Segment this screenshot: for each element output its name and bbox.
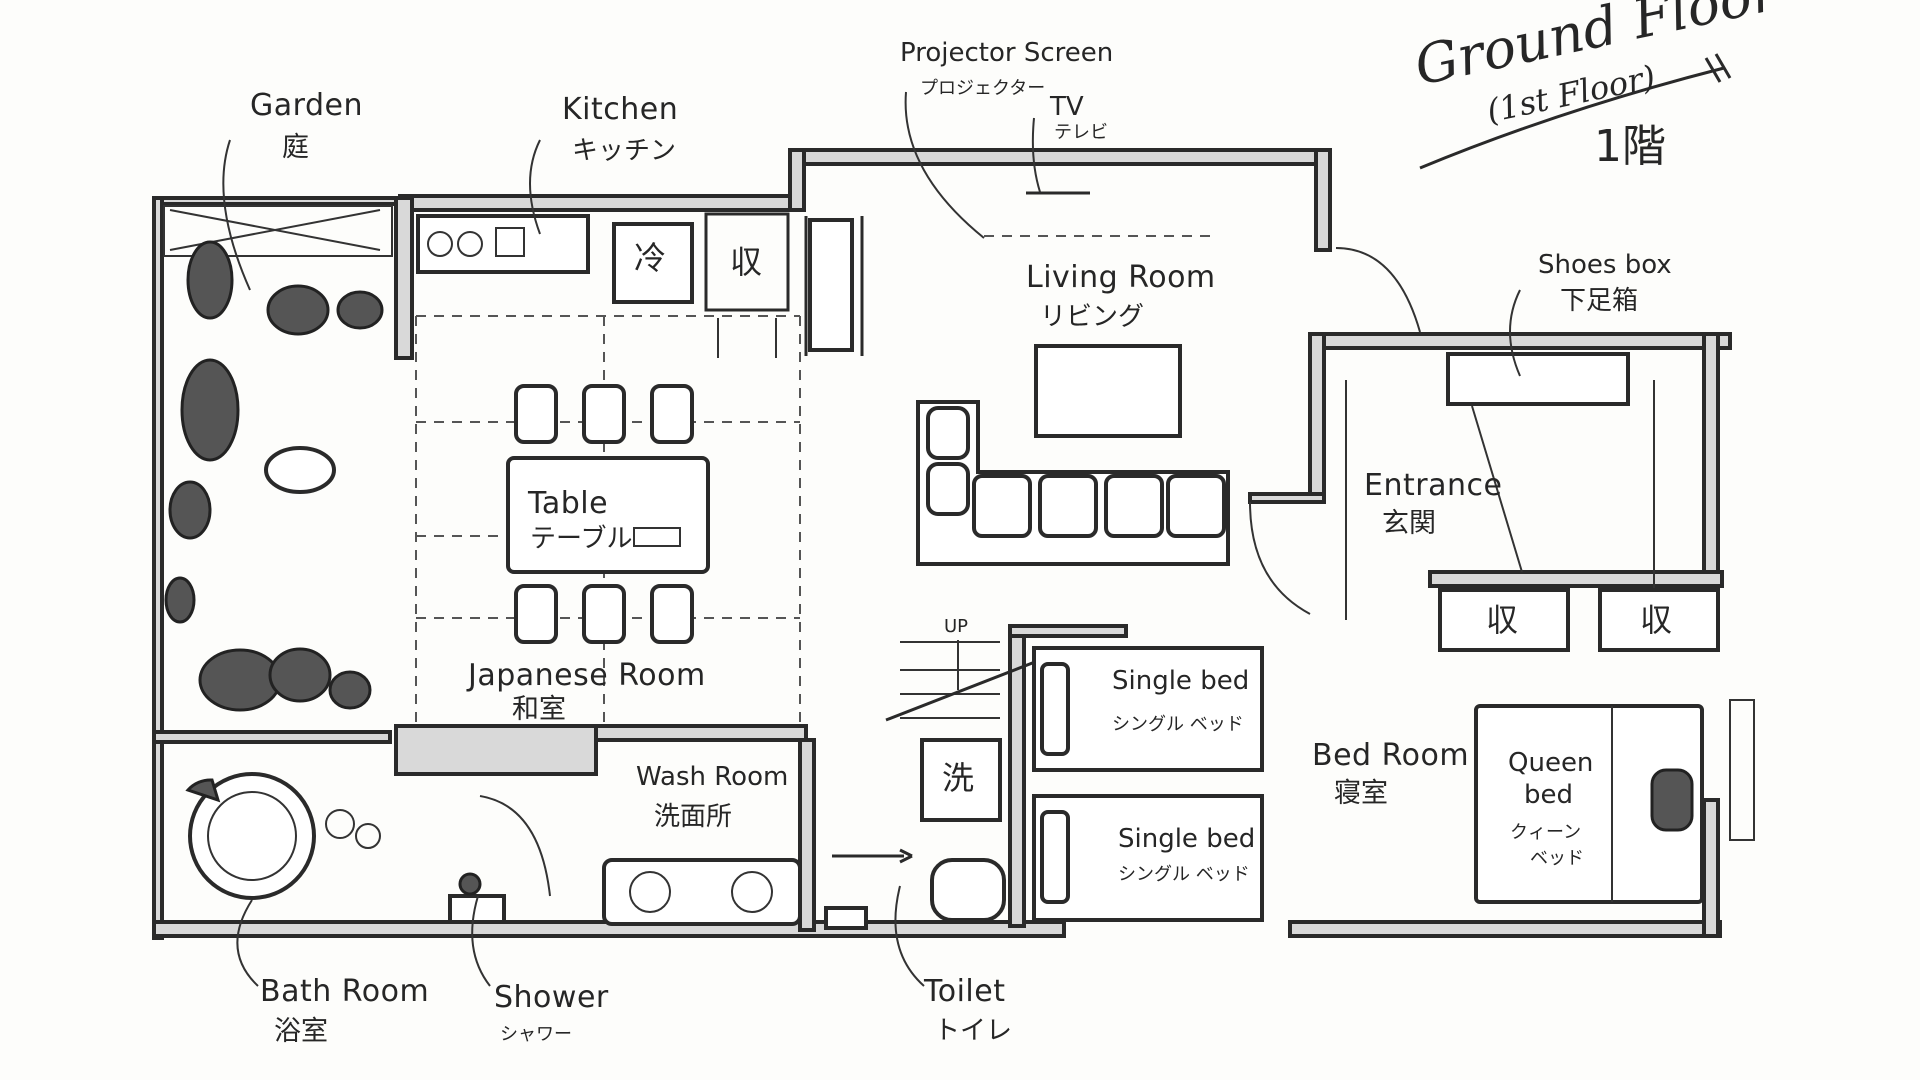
single-bed-1-label: Single bed (1112, 666, 1250, 696)
single-bed-1-label-jp: シングル ベッド (1112, 714, 1244, 735)
washer-mark: 洗 (942, 759, 975, 797)
queen-bed-label-line2: bed (1524, 780, 1574, 810)
entrance-label-jp: 玄関 (1382, 508, 1436, 539)
storage-mark-entrance-2: 収 (1640, 601, 1673, 639)
bath-room-label-jp: 浴室 (274, 1016, 328, 1047)
queen-bed-label-jp-line2: ベッド (1530, 848, 1584, 869)
living-room-label-jp: リビング (1040, 302, 1145, 332)
storage-mark-entrance-1: 収 (1486, 601, 1519, 639)
table-label-jp: テーブル (530, 524, 633, 554)
living-furniture (916, 191, 1230, 566)
garden-label-jp: 庭 (282, 132, 309, 163)
bed-room-label: Bed Room (1312, 738, 1470, 773)
wash-room-furniture (448, 738, 1006, 930)
bath-room-label: Bath Room (260, 974, 430, 1009)
living-room-label: Living Room (1026, 260, 1216, 295)
shower-label: Shower (494, 980, 609, 1015)
fridge-mark: 冷 (634, 239, 667, 277)
tv-label-jp: テレビ (1054, 122, 1108, 143)
entrance-furniture (1438, 352, 1720, 652)
garden-label: Garden (250, 88, 363, 123)
projector-label: Projector Screen (900, 38, 1114, 68)
toilet-label: Toilet (924, 974, 1006, 1009)
stairs-up-label: UP (944, 616, 969, 637)
leader-lines (222, 91, 1521, 987)
kitchen-label-jp: キッチン (572, 136, 677, 166)
outer-walls (152, 148, 1732, 940)
wash-room-label: Wash Room (636, 762, 789, 792)
dining-table (506, 384, 710, 644)
shoes-box-label-jp: 下足箱 (1560, 286, 1639, 316)
kitchen-label: Kitchen (562, 92, 679, 127)
doors (479, 247, 1655, 897)
beds (1032, 646, 1755, 922)
table-label: Table (528, 486, 609, 521)
tv-label: TV (1050, 92, 1084, 122)
bath-tub (185, 772, 381, 900)
shoes-box-label: Shoes box (1538, 250, 1672, 280)
shower-label-jp: シャワー (500, 1024, 572, 1045)
garden-area (163, 205, 393, 712)
toilet-label-jp: トイレ (934, 1016, 1013, 1046)
stairs (885, 640, 1041, 722)
wash-room-label-jp: 洗面所 (654, 802, 733, 832)
title-japanese: 1階 (1594, 121, 1666, 172)
kitchen-area (416, 212, 864, 358)
single-bed-2-label-jp: シングル ベッド (1118, 864, 1250, 885)
japanese-room-label: Japanese Room (468, 658, 706, 693)
projector-label-jp: プロジェクター (920, 78, 1046, 99)
entrance-label: Entrance (1364, 468, 1503, 503)
single-bed-2-label: Single bed (1118, 824, 1256, 854)
japanese-room-label-jp: 和室 (512, 694, 566, 725)
title-underline (1419, 53, 1732, 170)
queen-bed-label-jp-line1: クィーン (1510, 822, 1582, 843)
bed-room-label-jp: 寝室 (1334, 778, 1388, 809)
queen-bed-label-line1: Queen (1508, 748, 1594, 778)
storage-mark-kitchen: 収 (730, 243, 763, 281)
